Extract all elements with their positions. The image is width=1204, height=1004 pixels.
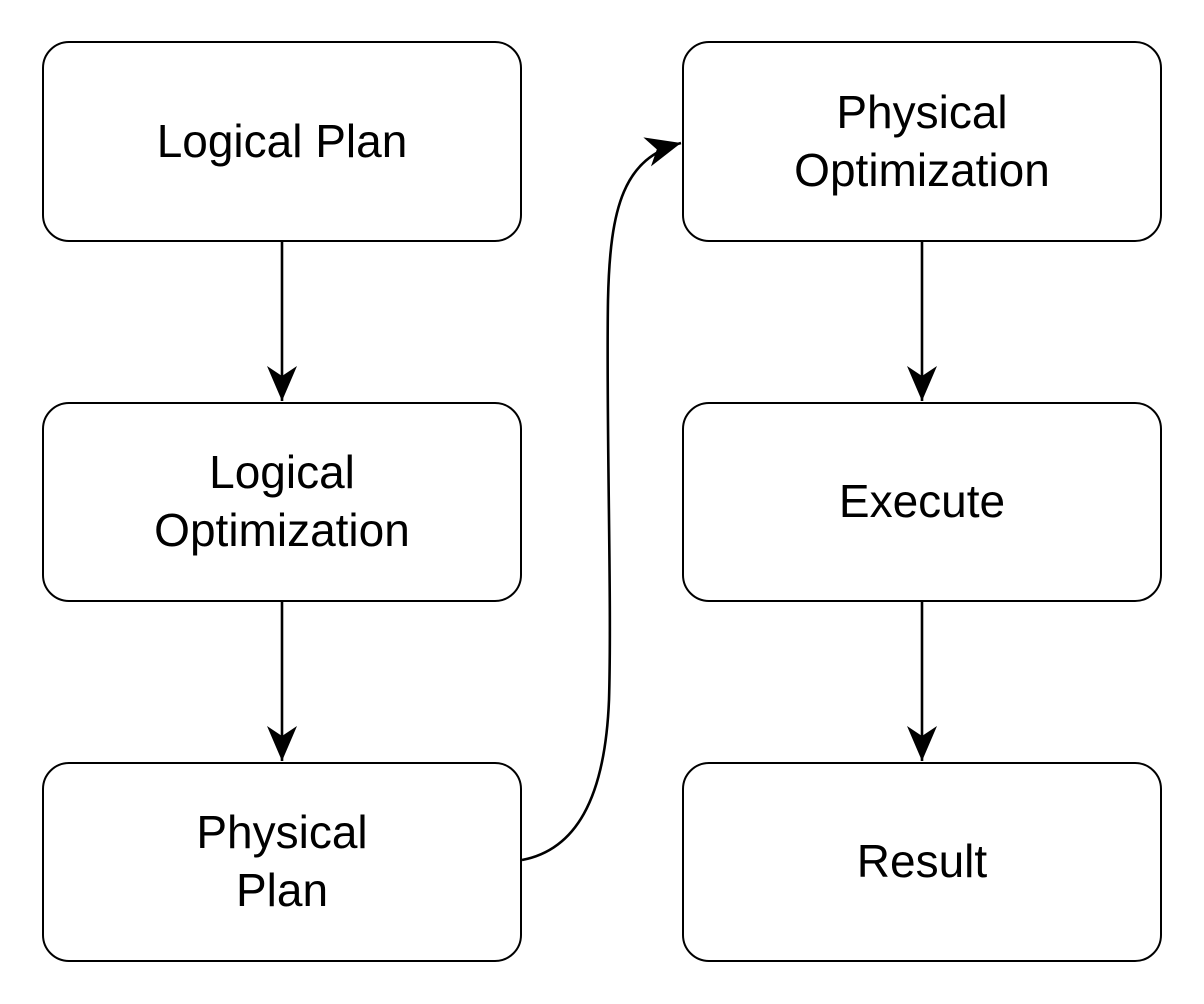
- node-physical-optimization: Physical Optimization: [682, 41, 1162, 242]
- node-logical-plan: Logical Plan: [42, 41, 522, 242]
- node-physical-plan: Physical Plan: [42, 762, 522, 962]
- node-result: Result: [682, 762, 1162, 962]
- node-execute: Execute: [682, 402, 1162, 602]
- node-logical-optimization: Logical Optimization: [42, 402, 522, 602]
- edge-physical-plan-to-physical-optimization: [521, 137, 682, 862]
